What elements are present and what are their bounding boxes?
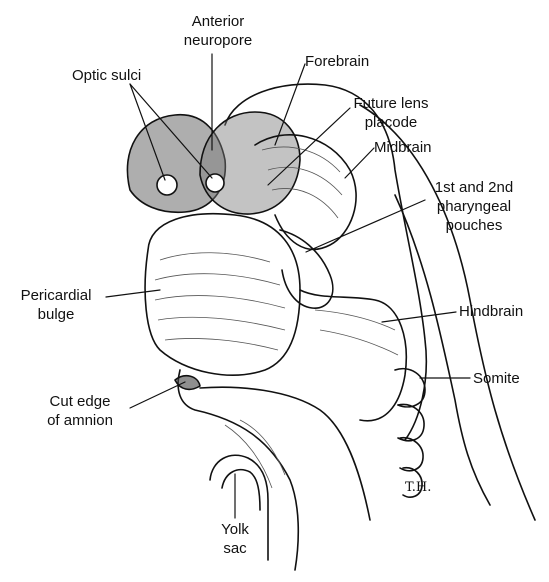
leader-optic-sulci-a	[130, 84, 165, 180]
leader-optic-sulci-b	[130, 84, 212, 178]
leader-pharyngeal-pouches	[306, 200, 425, 252]
leader-hindbrain	[382, 312, 456, 322]
leader-forebrain	[275, 64, 305, 145]
leader-midbrain	[345, 148, 374, 178]
leader-future-lens-placode	[268, 108, 350, 185]
leader-cut-edge-of-amnion	[130, 382, 185, 408]
leader-pericardial-bulge	[106, 290, 160, 297]
